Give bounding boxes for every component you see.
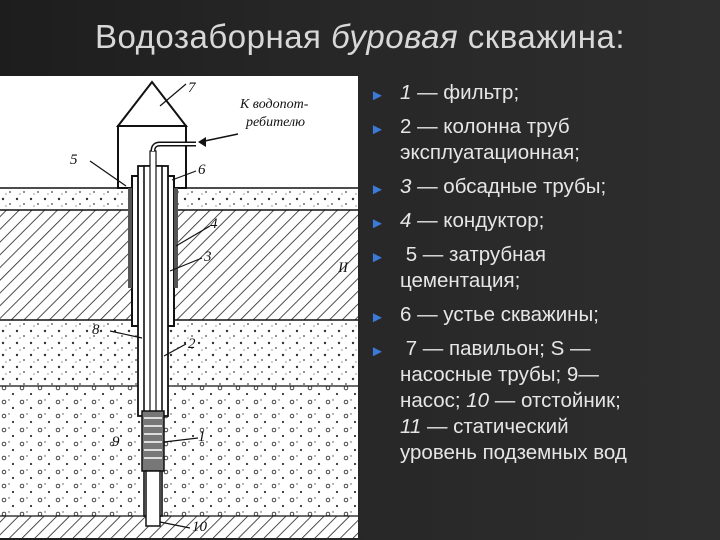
label-ii: II	[337, 260, 349, 276]
legend-text-10: — отстойник;	[494, 389, 621, 412]
topsoil-layer	[0, 188, 358, 210]
label-1: 1	[198, 429, 206, 445]
bullet-arrow-icon: ►	[370, 343, 385, 360]
legend-text: — колонна труб эксплуатационная;	[400, 115, 580, 164]
bullet-arrow-icon: ►	[370, 309, 385, 326]
legend-item-3: ► 3 — обсадные трубы;	[368, 174, 718, 200]
well-diagram: 7 К водопот- ребителю 5 6 4 3 II 8 2 1 9…	[0, 76, 358, 538]
legend-num: 4	[400, 209, 412, 232]
aquifer-layer	[0, 386, 358, 516]
legend-item-6: ► 6 — устье скважины;	[368, 302, 718, 328]
legend-text-11: — статический уровень подземных вод	[400, 415, 627, 464]
bottom-layer	[0, 516, 358, 538]
label-9: 9	[112, 434, 120, 450]
legend-num: 1	[400, 81, 412, 104]
legend-list: ► 1 — фильтр; ► 2 — колонна труб эксплуа…	[368, 80, 718, 474]
bullet-arrow-icon: ►	[370, 87, 385, 104]
legend-num: 5	[400, 243, 418, 266]
sump	[145, 470, 161, 527]
legend-num-10: 10	[466, 389, 490, 412]
legend-num-11: 11	[400, 415, 422, 438]
legend-text: — обсадные трубы;	[411, 175, 607, 198]
legend-item-1: ► 1 — фильтр;	[368, 80, 718, 106]
clay-layer	[0, 210, 358, 320]
pump-pipe	[149, 150, 157, 442]
filter	[141, 410, 165, 472]
legend-text: — фильтр;	[411, 81, 520, 104]
bullet-arrow-icon: ►	[370, 249, 385, 266]
label-3: 3	[203, 249, 212, 265]
legend-text: — устье скважины;	[411, 303, 599, 326]
legend-num: 2	[400, 115, 412, 138]
label-6: 6	[198, 162, 206, 178]
title-prefix: Водозаборная	[95, 18, 332, 55]
title-suffix: скважина:	[458, 18, 625, 55]
label-7: 7	[188, 80, 197, 96]
legend-text: — затрубная цементация;	[400, 243, 546, 292]
bullet-arrow-icon: ►	[370, 215, 385, 232]
label-5: 5	[70, 152, 78, 168]
legend-text: — кондуктор;	[411, 209, 545, 232]
label-consumer-1: К водопот-	[239, 97, 309, 112]
legend-num: 7	[400, 337, 418, 360]
bullet-arrow-icon: ►	[370, 181, 385, 198]
label-consumer-2: ребителю	[245, 115, 305, 130]
legend-num: 6	[400, 303, 412, 326]
label-8: 8	[92, 322, 100, 338]
legend-item-4: ► 4 — кондуктор;	[368, 208, 718, 234]
title-emphasis: буровая	[331, 18, 459, 55]
pavilion-roof	[115, 80, 189, 127]
label-2: 2	[188, 336, 196, 352]
slide-title: Водозаборная буровая скважина:	[0, 18, 720, 56]
sand-layer	[0, 320, 358, 386]
legend-item-7: ► 7 — павильон; S — насосные трубы; 9— н…	[368, 336, 718, 466]
label-10: 10	[192, 519, 208, 535]
legend-item-2: ► 2 — колонна труб эксплуатационная;	[368, 114, 718, 166]
legend-item-5: ► 5 — затрубная цементация;	[368, 242, 718, 294]
legend-num: 3	[400, 175, 412, 198]
well-diagram-svg: 7 К водопот- ребителю 5 6 4 3 II 8 2 1 9…	[0, 80, 358, 538]
label-4: 4	[210, 216, 218, 232]
legend-text: — павильон; S — насосные трубы; 9— насос…	[400, 337, 599, 412]
bullet-arrow-icon: ►	[370, 121, 385, 138]
